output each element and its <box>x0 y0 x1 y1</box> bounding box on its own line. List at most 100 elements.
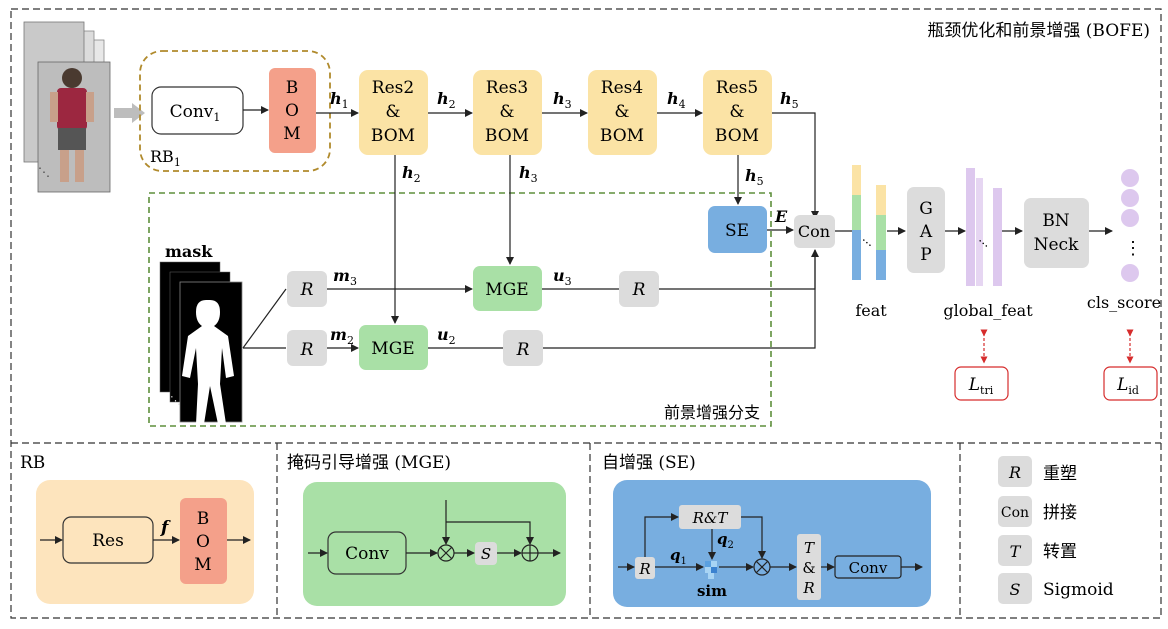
se-conv-label: Conv <box>849 559 888 577</box>
edge-h3: h3 <box>553 89 572 111</box>
res5-block: Res5 & BOM <box>703 70 772 155</box>
mask-label: mask <box>165 242 213 261</box>
sim-matrix-icon <box>705 561 717 579</box>
legend-r-box <box>998 456 1032 487</box>
input-image-stack: ⋱ <box>23 21 111 193</box>
feat-label: feat <box>855 301 887 320</box>
legend-con-label: 拼接 <box>1043 503 1077 523</box>
rb1-box <box>139 50 331 172</box>
edge-m3: m3 <box>333 266 357 288</box>
mge-sigmoid-label: S <box>481 545 491 563</box>
r-block-u2 <box>503 330 543 366</box>
mge-panel-bg <box>303 482 566 606</box>
se-trt-block <box>797 534 821 600</box>
con-block <box>794 215 835 248</box>
svg-text:Res5: Res5 <box>716 78 758 98</box>
mge-conv-label: Conv <box>345 544 389 564</box>
se-r-label: R <box>638 560 650 578</box>
legend-t-label: 转置 <box>1043 542 1077 562</box>
loss-tri-label: Ltri <box>968 375 994 397</box>
bom1-m: M <box>283 124 300 144</box>
svg-text:Neck: Neck <box>1034 235 1079 255</box>
outer-frame <box>10 8 1162 619</box>
main-panel-title: 瓶颈优化和前景增强 (BOFE) <box>927 21 1150 41</box>
cls-score-vdots: ⋮ <box>1124 238 1142 259</box>
svg-text:T: T <box>804 539 815 557</box>
edge-h2: h2 <box>437 89 456 111</box>
svg-text:⋱: ⋱ <box>38 165 50 179</box>
mge-block-upper <box>473 266 542 311</box>
loss-id-label: Lid <box>1116 375 1139 397</box>
edge-h5-se: h5 <box>745 166 764 188</box>
svg-text:Res3: Res3 <box>486 78 528 98</box>
svg-text:&: & <box>614 102 629 122</box>
se-label: SE <box>725 221 749 241</box>
rb-f-label: f <box>160 518 171 538</box>
svg-text:M: M <box>194 555 211 575</box>
edge-h3-down: h3 <box>519 163 538 185</box>
foreground-branch-box <box>148 192 772 427</box>
r-block-u3 <box>619 271 659 307</box>
svg-text:R: R <box>1008 463 1021 482</box>
res4-block: Res4 & BOM <box>588 70 657 155</box>
rb1-label: RB1 <box>150 147 181 169</box>
bom1-o: O <box>285 101 299 121</box>
edge-h5-top: h5 <box>780 89 799 111</box>
svg-text:R: R <box>516 340 530 360</box>
svg-text:⋱: ⋱ <box>170 394 181 407</box>
edge-m2: m2 <box>330 325 354 347</box>
se-rt-block <box>679 505 741 529</box>
svg-text:R: R <box>802 579 814 597</box>
con-label: Con <box>798 222 830 241</box>
edge-u2: u2 <box>437 325 456 347</box>
svg-text:&: & <box>729 102 744 122</box>
cls-score-circles <box>1121 169 1139 282</box>
svg-text:&: & <box>802 559 815 577</box>
mge-panel-title: 掩码引导增强 (MGE) <box>287 453 451 473</box>
svg-text:MGE: MGE <box>485 280 528 300</box>
branch-label: 前景增强分支 <box>664 403 760 422</box>
loss-id-box <box>1103 366 1158 401</box>
legend-t-box <box>998 535 1032 566</box>
svg-text:T: T <box>1010 542 1022 561</box>
bom1-block <box>269 68 316 153</box>
rb-res-label: Res <box>92 531 124 551</box>
edge-h1: h1 <box>330 89 349 111</box>
se-sim-label: sim <box>697 582 727 600</box>
svg-text:BOM: BOM <box>371 126 415 146</box>
legend-con-box <box>998 496 1032 527</box>
legend: R 重塑 Con 拼接 T 转置 S Sigmoid <box>998 456 1114 604</box>
global-feat-label: global_feat <box>943 301 1033 320</box>
mge-block-lower <box>359 325 428 370</box>
conv1-label: Conv1 <box>170 102 221 124</box>
svg-text:P: P <box>920 245 931 265</box>
svg-text:Con: Con <box>1001 505 1029 521</box>
feat-stack <box>852 165 886 280</box>
svg-text:G: G <box>919 199 933 219</box>
cls-score-label: cls_score <box>1087 293 1161 312</box>
rb-bom-block <box>180 498 227 584</box>
svg-text:A: A <box>919 222 933 242</box>
se-q1-label: q1 <box>670 546 687 567</box>
mask-stack: ⋱ <box>159 261 243 424</box>
feat-dots: … <box>860 231 878 249</box>
bnneck-block <box>1024 198 1089 268</box>
gap-block <box>907 187 945 273</box>
svg-text:R: R <box>300 280 314 300</box>
legend-s-box <box>998 573 1032 604</box>
se-panel-bg <box>613 480 931 607</box>
svg-text:R: R <box>300 340 314 360</box>
svg-text:BOM: BOM <box>600 126 644 146</box>
svg-text:R: R <box>632 280 646 300</box>
svg-text:O: O <box>196 532 210 552</box>
svg-text:BN: BN <box>1042 211 1069 231</box>
legend-s-label: Sigmoid <box>1043 580 1114 600</box>
edge-u3: u3 <box>553 266 572 288</box>
svg-text:S: S <box>1010 580 1021 599</box>
loss-tri-box <box>954 366 1009 401</box>
svg-text:MGE: MGE <box>371 339 414 359</box>
legend-r-label: 重塑 <box>1043 464 1077 484</box>
edge-h2-down: h2 <box>402 163 421 185</box>
res2-block: Res2 & BOM <box>359 70 428 155</box>
edge-E: E <box>774 207 788 226</box>
